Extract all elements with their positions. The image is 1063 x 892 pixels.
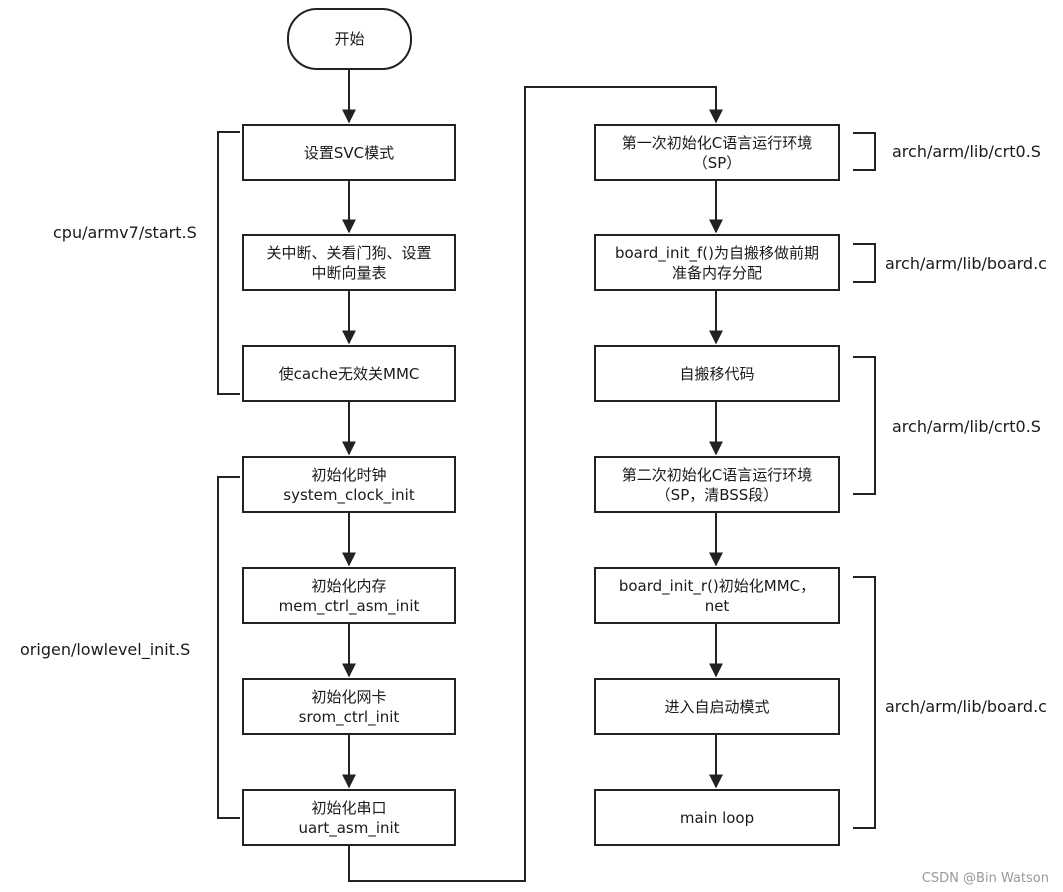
file-label-lowlevel-init: origen/lowlevel_init.S — [20, 640, 191, 659]
step-second-c-env-init-line1: 第二次初始化C语言运行环境 — [621, 465, 813, 484]
step-board-init-r-line1: board_init_r()初始化MMC， — [618, 576, 816, 595]
step-init-clock-line1: 初始化时钟 — [311, 465, 387, 484]
file-label-board-c-second: arch/arm/lib/board.c — [885, 697, 1047, 716]
step-first-c-env-init-line2: （SP） — [692, 153, 742, 172]
step-autoboot-label: 进入自启动模式 — [664, 697, 770, 716]
step-init-clock-line2: system_clock_init — [283, 485, 415, 504]
step-board-init-f-line2: 准备内存分配 — [671, 263, 762, 282]
step-relocate-code-label: 自搬移代码 — [679, 364, 755, 383]
step-init-network-card-line2: srom_ctrl_init — [298, 707, 400, 726]
file-label-crt0-second: arch/arm/lib/crt0.S — [892, 417, 1041, 436]
step-relocate-code: 自搬移代码 — [594, 345, 840, 402]
step-first-c-env-init-line1: 第一次初始化C语言运行环境 — [621, 133, 813, 152]
bracket-board-c-first — [853, 243, 876, 283]
step-init-network-card: 初始化网卡 srom_ctrl_init — [242, 678, 456, 735]
step-set-svc-mode: 设置SVC模式 — [242, 124, 456, 181]
step-init-uart-line2: uart_asm_init — [298, 818, 400, 837]
step-disable-interrupts: 关中断、关看门狗、设置 中断向量表 — [242, 234, 456, 291]
step-board-init-r-line2: net — [704, 596, 730, 615]
step-init-network-card-line1: 初始化网卡 — [311, 687, 387, 706]
watermark: CSDN @Bin Watson — [921, 871, 1049, 886]
step-second-c-env-init-line2: （SP，清BSS段） — [655, 485, 779, 504]
file-label-board-c-first: arch/arm/lib/board.c — [885, 254, 1047, 273]
step-disable-interrupts-line1: 关中断、关看门狗、设置 — [266, 243, 432, 262]
file-label-start-s: cpu/armv7/start.S — [53, 223, 197, 242]
step-init-uart: 初始化串口 uart_asm_init — [242, 789, 456, 846]
bracket-start-s — [217, 131, 240, 395]
step-invalidate-cache: 使cache无效关MMC — [242, 345, 456, 402]
start-node: 开始 — [287, 8, 412, 70]
step-set-svc-mode-label: 设置SVC模式 — [303, 143, 395, 162]
step-init-memory-line1: 初始化内存 — [311, 576, 387, 595]
step-board-init-r: board_init_r()初始化MMC， net — [594, 567, 840, 624]
bracket-board-c-second — [853, 576, 876, 829]
step-init-memory-line2: mem_ctrl_asm_init — [278, 596, 420, 615]
step-board-init-f: board_init_f()为自搬移做前期 准备内存分配 — [594, 234, 840, 291]
step-first-c-env-init: 第一次初始化C语言运行环境 （SP） — [594, 124, 840, 181]
bracket-lowlevel-init — [217, 476, 240, 819]
step-main-loop-label: main loop — [679, 808, 755, 827]
file-label-crt0-first: arch/arm/lib/crt0.S — [892, 142, 1041, 161]
step-autoboot: 进入自启动模式 — [594, 678, 840, 735]
step-board-init-f-line1: board_init_f()为自搬移做前期 — [614, 243, 820, 262]
step-init-memory: 初始化内存 mem_ctrl_asm_init — [242, 567, 456, 624]
step-init-clock: 初始化时钟 system_clock_init — [242, 456, 456, 513]
step-init-uart-line1: 初始化串口 — [311, 798, 387, 817]
start-label: 开始 — [334, 30, 365, 48]
step-disable-interrupts-line2: 中断向量表 — [311, 263, 387, 282]
step-main-loop: main loop — [594, 789, 840, 846]
arrow-step7-to-step8 — [348, 86, 723, 882]
bracket-crt0-second — [853, 356, 876, 495]
bracket-crt0-first — [853, 132, 876, 171]
step-invalidate-cache-label: 使cache无效关MMC — [278, 364, 420, 383]
step-second-c-env-init: 第二次初始化C语言运行环境 （SP，清BSS段） — [594, 456, 840, 513]
